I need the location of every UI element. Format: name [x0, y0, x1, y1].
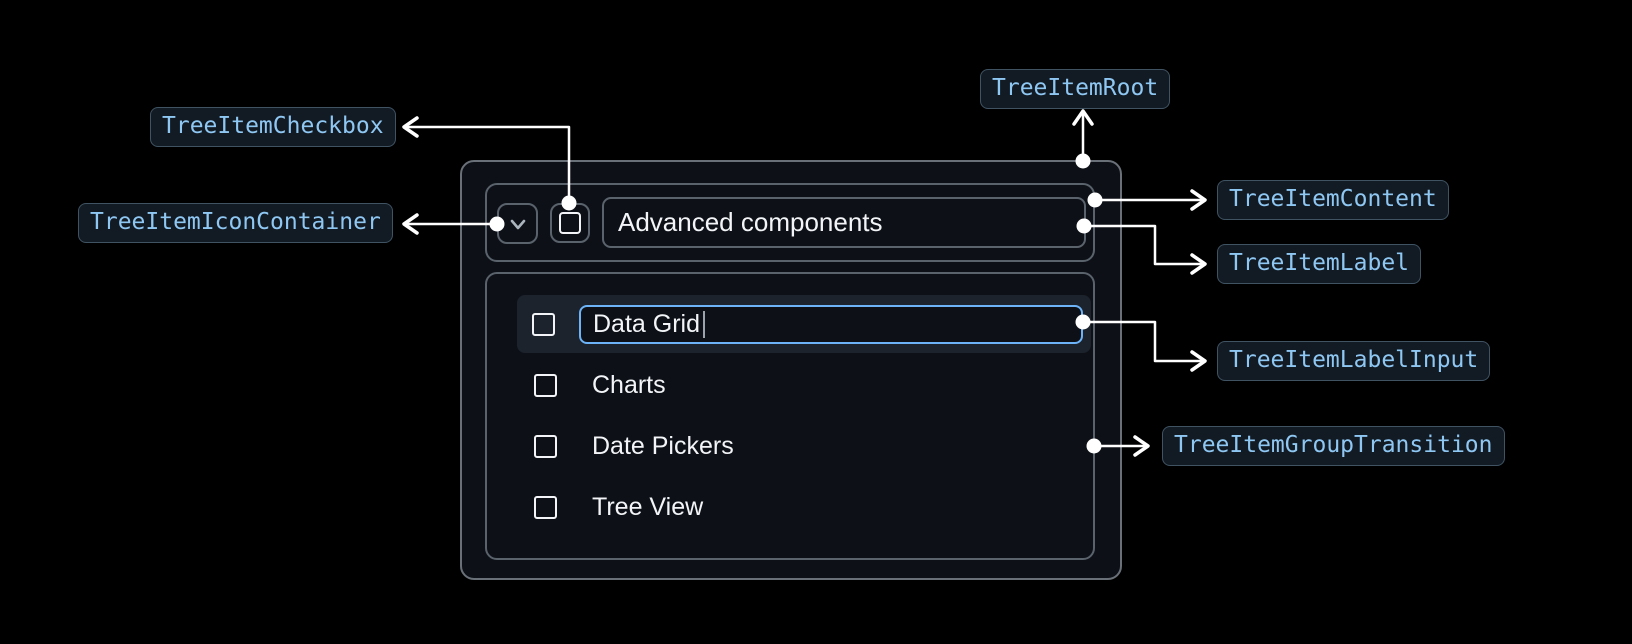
checkbox-unchecked-icon[interactable]	[534, 373, 557, 397]
tree-row-editing[interactable]: Data Grid	[517, 295, 1091, 353]
tree-row-label: Charts	[592, 370, 666, 399]
checkbox-unchecked-icon[interactable]	[534, 495, 557, 519]
annotation-tree-item-label-input: TreeItemLabelInput	[1217, 341, 1491, 381]
tree-item-content[interactable]: Advanced components	[485, 183, 1095, 262]
annotation-tree-item-label: TreeItemLabel	[1217, 244, 1422, 284]
annotation-tree-item-group-transition: TreeItemGroupTransition	[1162, 426, 1505, 466]
tree-item-root: Advanced components Data Grid Charts Dat…	[460, 160, 1122, 580]
tree-item-label-input[interactable]: Data Grid	[579, 304, 1083, 344]
checkbox-unchecked-icon	[559, 212, 581, 234]
tree-row[interactable]: Charts	[487, 356, 1093, 414]
annotation-tree-item-icon-container: TreeItemIconContainer	[78, 203, 393, 243]
label-input-value: Data Grid	[593, 309, 700, 338]
tree-row[interactable]: Date Pickers	[487, 417, 1093, 475]
text-caret	[702, 310, 706, 338]
tree-row[interactable]: Tree View	[487, 478, 1093, 536]
tree-item-label[interactable]: Advanced components	[602, 197, 1086, 248]
annotation-tree-item-content: TreeItemContent	[1217, 180, 1449, 220]
chevron-down-icon	[510, 219, 525, 229]
parent-item-label: Advanced components	[618, 207, 883, 237]
tree-item-icon-container[interactable]	[497, 203, 538, 244]
tree-row-label: Date Pickers	[592, 431, 734, 460]
annotation-tree-item-checkbox: TreeItemCheckbox	[150, 107, 396, 147]
tree-item-checkbox[interactable]	[550, 203, 590, 243]
annotation-tree-item-root: TreeItemRoot	[980, 69, 1171, 109]
checkbox-unchecked-icon[interactable]	[534, 434, 557, 458]
tree-row-label: Tree View	[592, 492, 704, 521]
tree-item-group-transition: Data Grid Charts Date Pickers Tree View	[485, 272, 1095, 560]
checkbox-unchecked-icon[interactable]	[532, 312, 555, 336]
